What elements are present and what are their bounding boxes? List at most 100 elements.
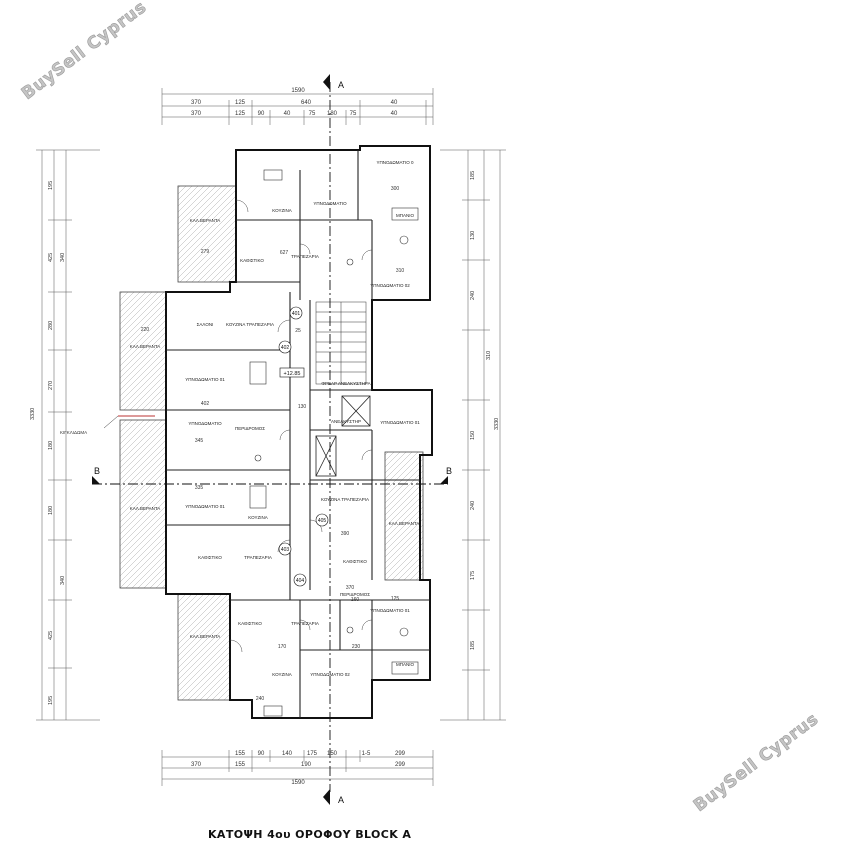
dim-right-1: 185 [470,171,476,180]
rdim-10: 220 [141,327,150,333]
dim-left-2: 425 [48,253,54,262]
rdim-5: 402 [201,401,210,407]
top-dimension-lines [161,88,434,125]
level-marker-text: +12.85 [284,371,301,377]
label-living-top: ΚΑΘΙΣΤΙΚΟ [240,258,264,263]
dim-left-10: 195 [48,696,54,705]
label-kitchen-top: ΚΟΥΖΙΝΑ [272,208,291,213]
dim-left-9: 425 [48,631,54,640]
window-ticks [165,160,431,670]
section-arrows [92,74,448,805]
label-dining-top: ΤΡΑΠΕΖΑΡΙΑ [291,254,319,259]
dim-bottom-3: 140 [282,751,293,757]
rdim-11: 170 [278,644,287,650]
label-bedroom-mid: ΥΠΝΟΔΩΜΑΤΙΟ [188,421,222,426]
drawing-caption: ΚΑΤΟΨΗ 4ου ΟΡΟΦΟΥ BLOCK A [208,828,412,841]
label-corridor-1: ΠΕΡΙΔΡΟΜΟΣ [235,426,265,431]
dim-left-total: 3330 [30,408,36,420]
rdim-6: 335 [195,485,204,491]
label-bath-bottom: ΜΠΑΝΙΟ [396,662,414,667]
label-veranda-1: ΚΑΛ.ΒΕΡΑΝΤΑ [190,218,221,223]
rdim-2: 627 [280,250,289,256]
label-lift: ΑΝΕΛΚΥΣΤΗΡ [331,419,361,424]
label-living-bottom: ΚΑΘΙΣΤΙΚΟ [238,621,262,626]
dim-right-4: 310 [486,351,492,360]
dim-top-1: 370 [191,100,202,106]
label-shaft: ΦΡΕΑΡ ΑΝΕΛΚΥΣΤΗΡΑ [321,381,370,386]
dim-bottom-9: 155 [235,762,246,768]
rdim-9: 310 [396,268,405,274]
dim-top-5: 370 [191,111,202,117]
dim-left-3: 340 [60,253,66,262]
label-kitchen-dining-2: ΚΟΥΖΙΝΑ ΤΡΑΠΕΖΑΡΙΑ [321,497,369,502]
apt-tag-1: 401 [292,311,301,317]
label-bedroom-0: ΥΠΝΟΔΩΜΑΤΙΟ 0 [377,160,414,165]
apartment-tags: 401 402 403 404 405 [278,306,329,587]
staircase [315,301,367,385]
label-kitchen-bottom: ΚΟΥΖΙΝΑ [272,672,291,677]
label-bedroom-1-left: ΥΠΝΟΔΩΜΑΤΙΟ 01 [185,377,225,382]
dim-top-4: 40 [391,100,398,106]
dim-right-6: 240 [470,501,476,510]
dim-bottom-6: 1-5 [362,751,371,757]
bottom-dimension-labels: 155 90 140 175 150 1-5 299 370 155 190 2… [191,751,406,786]
label-bath-top: ΜΠΑΝΙΟ [396,213,414,218]
dim-bottom-total: 1590 [291,780,305,786]
dim-left-6: 180 [48,441,54,450]
section-b-left: B [94,466,100,476]
dim-top-10: 180 [327,111,338,117]
rdim-7: 390 [341,531,350,537]
label-bedroom-bottom: ΥΠΝΟΔΩΜΑΤΙΟ 02 [310,672,350,677]
section-labels: A A B B [94,80,452,805]
lift-shafts [315,395,371,477]
section-a-top: A [338,80,344,90]
dim-top-12: 40 [391,111,398,117]
dim-top-9: 75 [309,111,316,117]
dim-right-5: 150 [470,431,476,440]
label-dining-lower: ΤΡΑΠΕΖΑΡΙΑ [244,555,272,560]
dim-left-1: 195 [48,181,54,190]
rdim-15: 240 [256,696,265,702]
rdim-8: 370 [346,585,355,591]
rdim-17: 130 [298,404,307,410]
section-lines [92,82,448,792]
apt-tag-3: 403 [281,547,290,553]
dim-top-2: 125 [235,100,246,106]
label-living-right: ΚΑΘΙΣΤΙΚΟ [343,559,367,564]
dim-bottom-10: 190 [301,762,312,768]
dim-bottom-1: 155 [235,751,246,757]
label-corridor-2: ΠΕΡΙΔΡΟΜΟΣ [340,592,370,597]
dim-bottom-5: 150 [327,751,338,757]
label-bedroom-right-lower: ΥΠΝΟΔΩΜΑΤΙΟ 01 [370,608,410,613]
level-marker: +12.85 [279,367,305,378]
room-dimensions: 300 627 279 345 402 335 390 370 310 220 … [141,186,405,702]
right-dimension-labels: 3330 185 130 240 310 150 240 175 185 [470,171,500,650]
section-b-right: B [446,466,452,476]
dim-top-total: 1590 [291,88,305,94]
label-veranda-4: ΚΑΛ.ΒΕΡΑΝΤΑ [389,521,420,526]
dim-left-7: 180 [48,506,54,515]
rdim-12: 160 [351,597,360,603]
top-dimension-labels: 1590 370 125 640 40 370 125 90 40 75 180… [191,88,398,117]
label-bedroom-right: ΥΠΝΟΔΩΜΑΤΙΟ 01 [380,420,420,425]
dim-top-6: 125 [235,111,246,117]
dim-bottom-8: 370 [191,762,202,768]
dim-top-7: 90 [258,111,265,117]
bottom-dimension-lines [161,750,434,786]
rdim-3: 279 [201,249,210,255]
dim-left-8: 340 [60,576,66,585]
label-dining-bottom: ΤΡΑΠΕΖΑΡΙΑ [291,621,319,626]
label-bedroom-2-top: ΥΠΝΟΔΩΜΑΤΙΟ 02 [370,283,410,288]
dim-right-total: 3330 [494,418,500,430]
rdim-16: 25 [295,328,301,334]
dim-top-11: 75 [350,111,357,117]
dim-left-4: 280 [48,321,54,330]
label-kitchen-mid: ΚΟΥΖΙΝΑ [248,515,267,520]
left-dimension-labels: 3330 195 425 340 280 270 180 180 340 425… [30,181,66,705]
left-dimension-lines [36,149,100,721]
verandas [119,185,424,701]
label-bedroom-lower: ΥΠΝΟΔΩΜΑΤΙΟ 01 [185,504,225,509]
railing-annotation: ΚΙΓΚΛΙΔΩΜΑ [60,415,155,435]
label-salon: ΣΑΛΟΝΙ [197,322,214,327]
room-labels: ΥΠΝΟΔΩΜΑΤΙΟ 0 ΚΟΥΖΙΝΑ ΥΠΝΟΔΩΜΑΤΙΟ ΜΠΑΝΙΟ… [130,160,421,677]
